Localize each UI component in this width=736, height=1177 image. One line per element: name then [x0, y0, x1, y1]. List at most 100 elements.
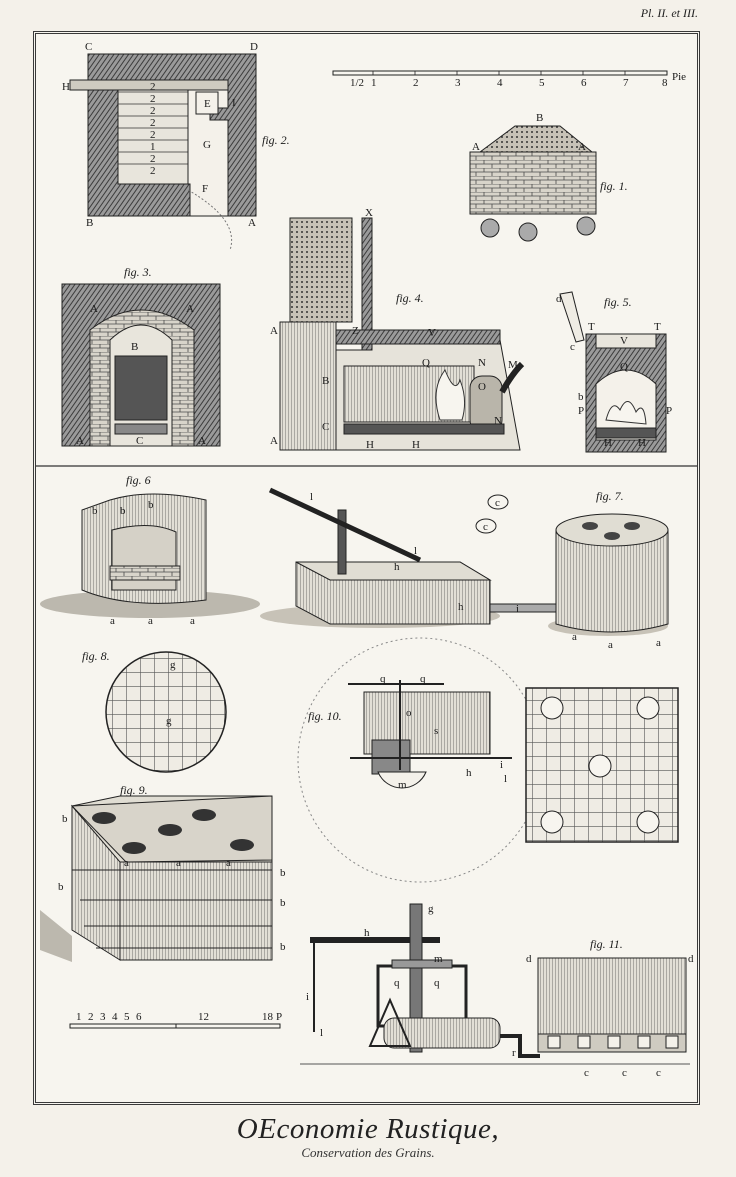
fig-11-letter: d [688, 953, 694, 965]
fig-4-letter: Q [422, 357, 430, 369]
fig-4-letter: H [412, 439, 420, 451]
fig-9-letter: a [226, 857, 231, 869]
fig-2-number: 2 [150, 153, 156, 165]
fig-1-box [469, 125, 597, 242]
top-scale-tick: 3 [455, 77, 461, 89]
top-scale-tick: 1 [371, 77, 377, 89]
fig-2-letter: H [62, 81, 70, 93]
fig-4-letter: A [270, 325, 278, 337]
fig-2-number: 2 [150, 105, 156, 117]
fig-11-letter: m [434, 953, 443, 965]
fig-5-letter: b [578, 391, 584, 403]
fig-2-letter: A [248, 217, 256, 229]
fig-2-number: 2 [150, 129, 156, 141]
fig-5-letter: c [570, 341, 575, 353]
fig-8-letter: g [170, 659, 176, 671]
fig-11-press [300, 903, 690, 1065]
fig-11-letter: r [512, 1047, 516, 1059]
fig-3-letter: A [186, 303, 194, 315]
fig-3-letter: B [131, 341, 138, 353]
fig-4-letter: M [508, 359, 518, 371]
fig-3-letter: A [198, 435, 206, 447]
fig-4-letter: N [494, 415, 502, 427]
fig-1-letter: A [578, 141, 586, 153]
fig-5-letter: H [638, 437, 646, 449]
top-scale-left: 1/2 [350, 77, 364, 89]
fig-6-letter: b [120, 505, 126, 517]
fig-11-letter: q [434, 977, 440, 989]
fig-7-letter: h [458, 601, 464, 613]
fig-4-letter: X [365, 207, 373, 219]
top-scale-tick: 6 [581, 77, 587, 89]
top-scale-unit: Pie [672, 71, 686, 83]
fig-10-letter: i [500, 759, 503, 771]
fig-7-letter: h [394, 561, 400, 573]
fig-10-letter: q [380, 673, 386, 685]
bottom-scale [69, 1023, 281, 1029]
fig-7-label: fig. 7. [596, 489, 624, 503]
bottom-scale-tick: 1 [76, 1011, 82, 1023]
fig-4-letter: B [322, 375, 329, 387]
fig-11-letter: l [320, 1027, 323, 1039]
fig-2-number: 2 [150, 117, 156, 129]
fig-11-letter: c [584, 1067, 589, 1079]
fig-6-label: fig. 6 [126, 473, 151, 487]
fig-8-label: fig. 8. [82, 649, 110, 663]
fig-2-letter: D [250, 41, 258, 53]
fig-11-letter: h [364, 927, 370, 939]
fig-11-letter: g [428, 903, 434, 915]
fig-4-letter: V [428, 327, 436, 339]
fig-5-letter: H [604, 437, 612, 449]
fig-10-plan [297, 637, 543, 883]
fig-4-letter: O [478, 381, 486, 393]
fig-3-letter: A [76, 435, 84, 447]
fig-6-letter: b [92, 505, 98, 517]
bottom-scale-tick: 5 [124, 1011, 130, 1023]
fig-9-bin [40, 795, 273, 962]
fig-10-letter: q [420, 673, 426, 685]
fig-5-letter: T [654, 321, 661, 333]
fig-1-label: fig. 1. [600, 179, 628, 193]
bottom-scale-tick: 6 [136, 1011, 142, 1023]
fig-3-label: fig. 3. [124, 265, 152, 279]
fig-4-letter: H [366, 439, 374, 451]
fig-11-letter: c [622, 1067, 627, 1079]
fig-6-letter: b [148, 499, 154, 511]
fig-5-label: fig. 5. [604, 295, 632, 309]
fig-7-press [260, 487, 669, 636]
plate-subtitle: Conservation des Grains. [301, 1145, 435, 1160]
fig-4-label: fig. 4. [396, 291, 424, 305]
fig-5-stove [559, 291, 667, 453]
fig-10-letter: o [406, 707, 412, 719]
fig-9-letter: b [280, 897, 286, 909]
fig-6-letter: a [148, 615, 153, 627]
fig-10-label: fig. 10. [308, 709, 342, 723]
fig-4-section [279, 217, 525, 451]
fig-10-letter: l [504, 773, 507, 785]
plate-number: Pl. II. et III. [640, 6, 698, 20]
fig-9-letter: b [280, 867, 286, 879]
fig-9-letter: b [62, 813, 68, 825]
fig-9-letter: b [58, 881, 64, 893]
fig-5-letter: Q [620, 361, 628, 373]
top-scale-tick: 8 [662, 77, 668, 89]
bottom-scale-unit: P [276, 1011, 282, 1023]
fig-4-letter: N [478, 357, 486, 369]
fig-8-grid [105, 651, 227, 773]
fig-9-letter: a [176, 857, 181, 869]
fig-4-letter: Z [352, 325, 359, 337]
plate-title: OEconomie Rustique, [236, 1113, 500, 1145]
fig-10-letter: h [466, 767, 472, 779]
top-scale-tick: 5 [539, 77, 545, 89]
fig-6-letter: a [190, 615, 195, 627]
fig-10-letter: m [398, 779, 407, 791]
fig-1-letter: A [472, 141, 480, 153]
bottom-scale-tick: 12 [198, 1011, 209, 1023]
bottom-scale-tick: 18 [262, 1011, 274, 1023]
fig-2-number: 2 [150, 81, 156, 93]
fig-9-letter: a [124, 857, 129, 869]
fig-7-letter: a [572, 631, 577, 643]
fig-7-letter: c [483, 521, 488, 533]
top-scale-tick: 4 [497, 77, 503, 89]
